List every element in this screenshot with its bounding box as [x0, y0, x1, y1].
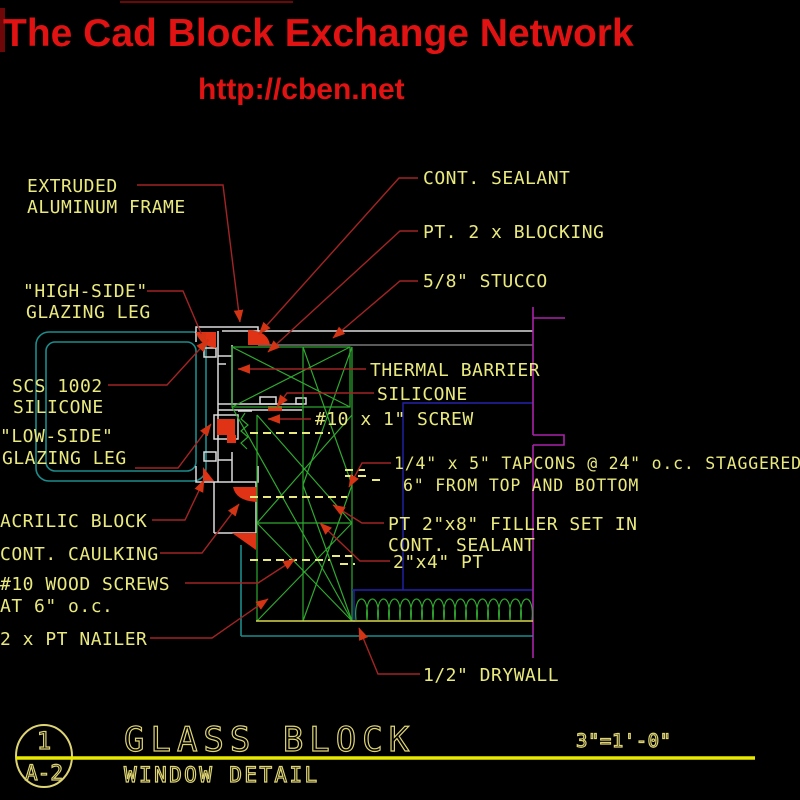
site-url: http://cben.net — [198, 73, 405, 106]
screw-symbol — [240, 412, 249, 450]
fastener-rows — [250, 432, 385, 565]
label-tapcons-1: 1/4" x 5" TAPCONS @ 24" o.c. STAGGERED — [394, 454, 800, 473]
aluminum-frame-profile — [195, 326, 307, 534]
leader-silicone — [276, 392, 374, 408]
label-filler-2: CONT. SEALANT — [388, 535, 535, 556]
label-stucco: 5/8" STUCCO — [423, 271, 548, 292]
label-high-side: "HIGH-SIDE" — [23, 281, 148, 302]
label-drywall: 1/2" DRYWALL — [423, 665, 559, 686]
leader-stucco — [332, 280, 418, 339]
caulking-blob — [233, 487, 257, 502]
cavity-lines — [352, 402, 533, 622]
label-tapcons-2: 6" FROM TOP AND BOTTOM — [403, 476, 639, 495]
batt-insulation — [355, 598, 533, 621]
label-acrilic-block: ACRILIC BLOCK — [0, 511, 147, 532]
glass-block-outer-outline — [35, 331, 207, 482]
leader-extruded-frame — [137, 184, 244, 323]
label-extruded: EXTRUDED — [27, 176, 118, 197]
label-glazing-leg-1: GLAZING LEG — [26, 302, 151, 323]
label-wood-screws: #10 WOOD SCREWS — [0, 574, 170, 595]
callout-labels: EXTRUDED ALUMINUM FRAME "HIGH-SIDE" GLAZ… — [0, 168, 800, 686]
leader-lines — [108, 177, 420, 675]
leader-2x4-pt — [319, 522, 390, 562]
leader-low-side — [135, 423, 212, 469]
sill-lines — [240, 545, 533, 637]
detail-subtitle: WINDOW DETAIL — [124, 763, 320, 787]
leader-drywall — [358, 627, 420, 675]
label-silicone: SILICONE — [377, 384, 468, 405]
title-block: 1 A-2 GLASS BLOCK WINDOW DETAIL 3"=1'-0" — [15, 719, 755, 788]
label-glazing-leg-2: GLAZING LEG — [2, 448, 127, 469]
sealant-blobs — [196, 330, 282, 550]
leader-filler — [332, 504, 384, 524]
label-pt-nailer: 2 x PT NAILER — [0, 629, 147, 650]
wall-lines — [532, 307, 565, 658]
label-pt-blocking: PT. 2 x BLOCKING — [423, 222, 604, 243]
glass-block-inner-outline — [45, 341, 197, 472]
sill-sealant-blob — [203, 467, 214, 481]
label-scs-1002: SCS 1002 — [12, 376, 103, 397]
sheet-number: A-2 — [25, 761, 63, 785]
cont-sealant-blob — [248, 330, 270, 345]
leader-wood-screws — [185, 558, 296, 584]
site-title: The Cad Block Exchange Network — [3, 12, 634, 55]
label-scs-silicone: SILICONE — [13, 397, 104, 418]
leader-tapcons — [348, 462, 391, 488]
label-screw-10x1: #10 x 1" SCREW — [315, 409, 474, 430]
detail-number: 1 — [37, 727, 51, 755]
leader-pt-blocking — [267, 230, 418, 353]
label-at-6-oc: AT 6" o.c. — [0, 596, 113, 617]
leader-high-side — [147, 290, 207, 346]
leader-pt-nailer — [150, 598, 269, 639]
leader-caulking — [160, 503, 240, 554]
label-low-side: "LOW-SIDE" — [0, 426, 113, 447]
wood-blocking-hatch — [231, 346, 353, 622]
edge-artifact — [0, 8, 5, 52]
label-cont-caulking: CONT. CAULKING — [0, 544, 159, 565]
label-aluminum-frame: ALUMINUM FRAME — [27, 197, 186, 218]
silicone-bead — [268, 406, 282, 411]
detail-title: GLASS BLOCK — [124, 720, 415, 760]
leader-acrilic-block — [152, 479, 205, 521]
low-side-silicone-blob — [217, 419, 235, 435]
label-filler-1: PT 2"x8" FILLER SET IN — [388, 514, 637, 535]
detail-bubble — [15, 724, 73, 788]
label-cont-sealant: CONT. SEALANT — [423, 168, 570, 189]
label-thermal-barrier: THERMAL BARRIER — [370, 360, 540, 381]
leader-scs-silicone — [108, 339, 209, 386]
leader-cont-sealant — [258, 177, 418, 335]
nailer-wedge — [232, 533, 256, 550]
label-2x4-pt: 2"x4" PT — [393, 552, 484, 573]
detail-scale: 3"=1'-0" — [576, 730, 672, 752]
